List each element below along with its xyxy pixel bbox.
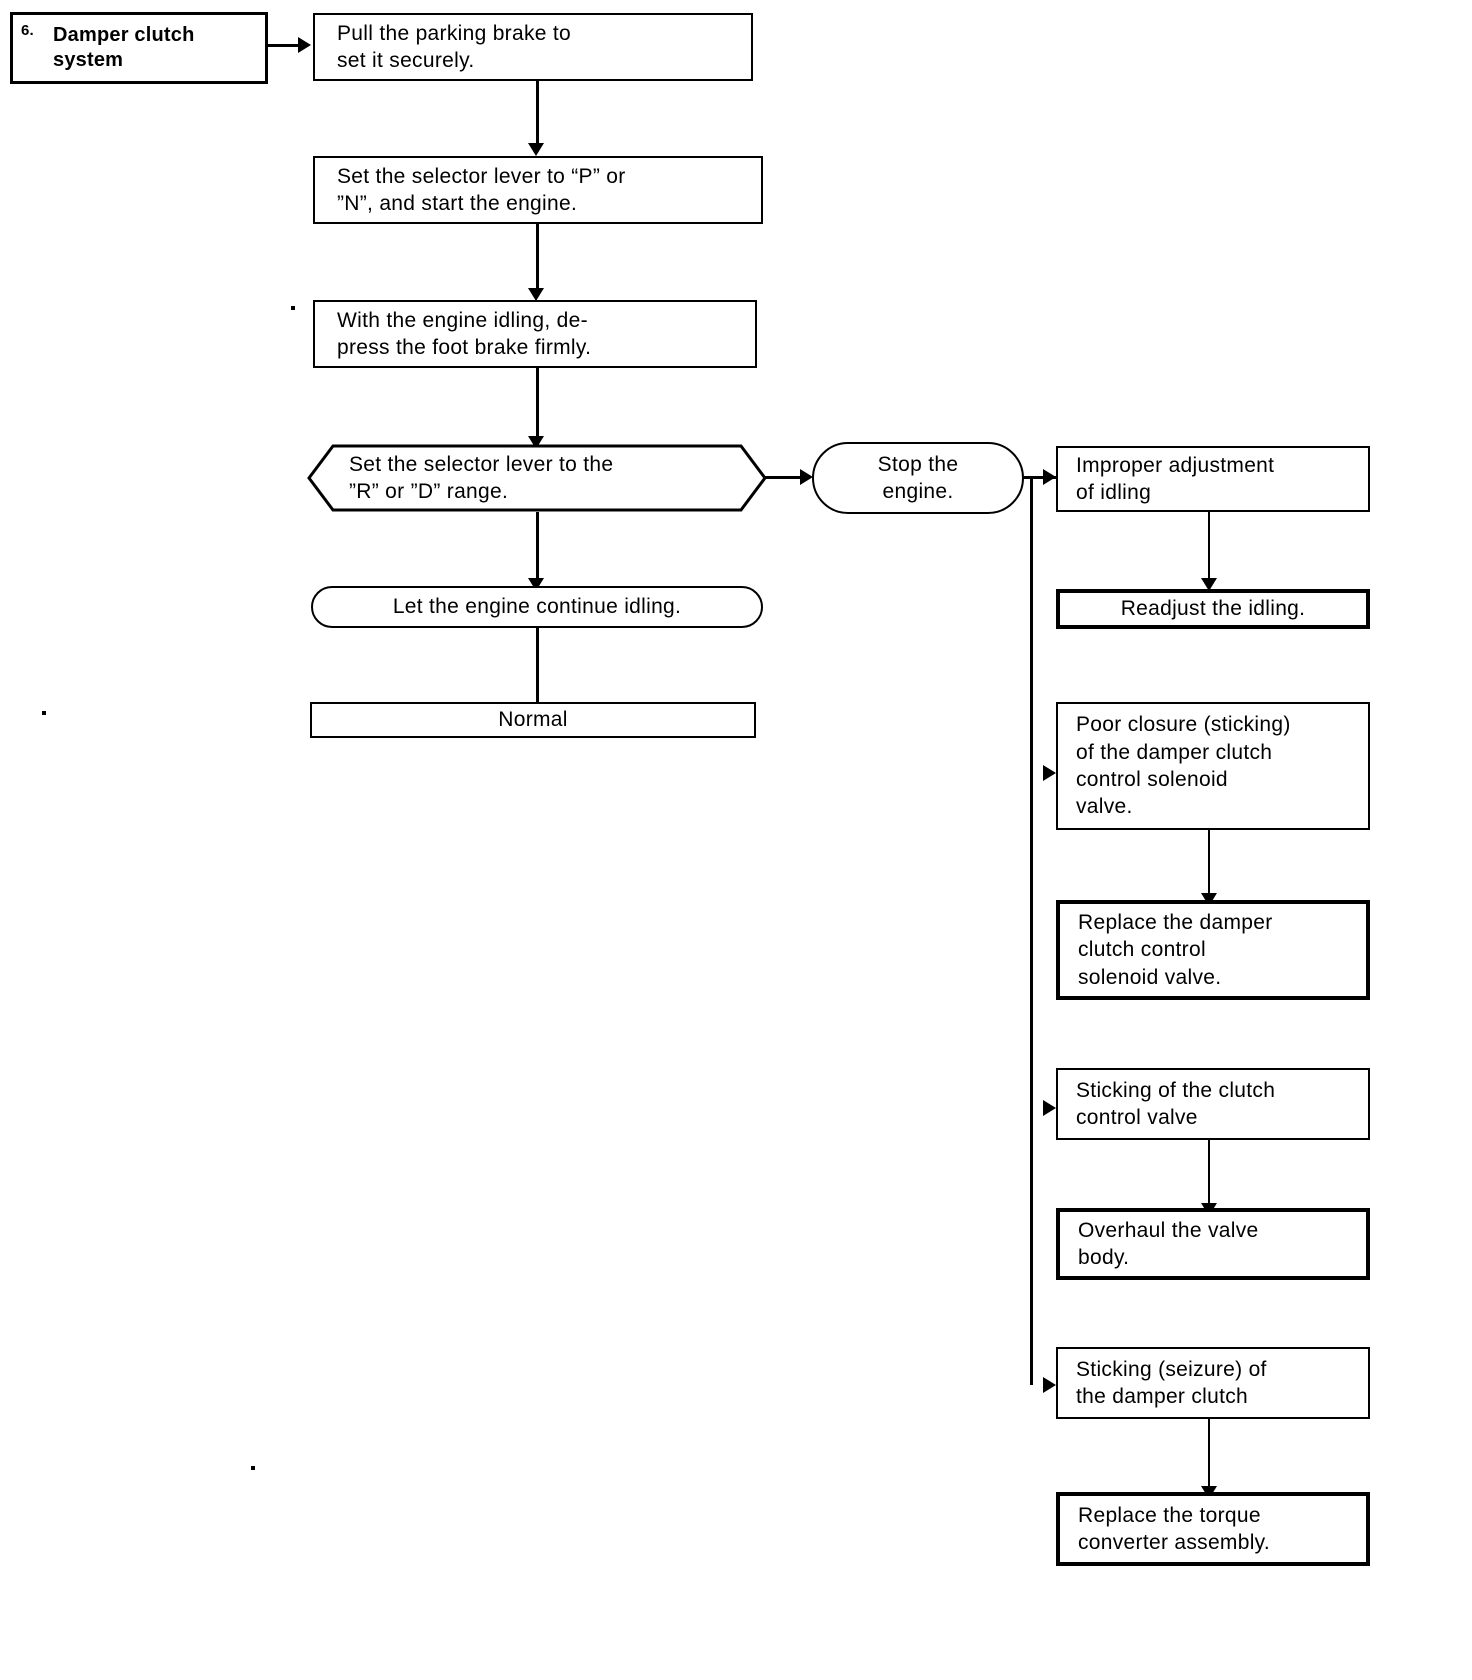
connector-step3-to-decision (536, 368, 539, 444)
step-pull-parking-brake: Pull the parking brake to set it securel… (313, 13, 753, 81)
step-set-selector-p-n: Set the selector lever to “P” or ”N”, an… (313, 156, 763, 224)
arrowhead-trunk-to-improper-adjustment (1043, 469, 1056, 485)
connector-improper-to-readjust (1208, 512, 1210, 586)
section-number: 6. (21, 22, 34, 39)
arrowhead-trunk-to-poor-closure (1043, 765, 1056, 781)
decision-set-selector-r-d: Set the selector lever to the ”R” or ”D”… (307, 444, 767, 512)
step-engine-idling-foot-brake: With the engine idling, de- press the fo… (313, 300, 757, 368)
connector-step2-to-step3 (536, 224, 539, 296)
remedy-overhaul-valve-body: Overhaul the valve body. (1056, 1208, 1370, 1280)
arrowhead-improper-to-readjust (1201, 578, 1217, 591)
arrowhead-trunk-to-sticking-seizure (1043, 1377, 1056, 1393)
fault-poor-closure-solenoid: Poor closure (sticking) of the damper cl… (1056, 702, 1370, 830)
connector-seizure-to-replace-converter (1208, 1419, 1210, 1495)
arrowhead-title-to-step1 (298, 37, 311, 53)
connector-decision-to-idle (536, 512, 539, 586)
connector-stop-engine-stub (1024, 476, 1060, 479)
fault-sticking-seizure-damper-clutch: Sticking (seizure) of the damper clutch (1056, 1347, 1370, 1419)
arrowhead-trunk-to-sticking-clutch-control (1043, 1100, 1056, 1116)
connector-poor-closure-to-replace-solenoid (1208, 830, 1210, 903)
connector-title-to-step1 (268, 44, 300, 47)
arrowhead-step2-to-step3 (528, 288, 544, 301)
arrowhead-step1-to-step2 (528, 143, 544, 156)
fault-sticking-clutch-control-valve: Sticking of the clutch control valve (1056, 1068, 1370, 1140)
remedy-readjust-idling: Readjust the idling. (1056, 589, 1370, 629)
connector-step1-to-step2 (536, 81, 539, 150)
terminator-let-engine-idle: Let the engine continue idling. (311, 586, 763, 628)
scan-speck-lower (42, 711, 46, 715)
section-title: Damper clutch system (53, 24, 195, 71)
connector-decision-to-stop-engine (765, 476, 810, 479)
remedy-replace-solenoid-valve: Replace the damper clutch control soleno… (1056, 900, 1370, 1000)
result-normal: Normal (310, 702, 756, 738)
section-title-box: 6. Damper clutch system (10, 12, 268, 84)
terminator-stop-engine: Stop the engine. (812, 442, 1024, 514)
scan-speck-upper (291, 306, 295, 310)
connector-idle-to-normal (536, 628, 539, 733)
scan-speck-bottom (251, 1466, 255, 1470)
connector-fault-trunk (1030, 476, 1033, 1385)
remedy-replace-torque-converter: Replace the torque converter assembly. (1056, 1492, 1370, 1566)
arrowhead-decision-to-stop-engine (800, 469, 813, 485)
connector-sticking-to-overhaul (1208, 1140, 1210, 1212)
fault-improper-adjustment-idling: Improper adjustment of idling (1056, 446, 1370, 512)
